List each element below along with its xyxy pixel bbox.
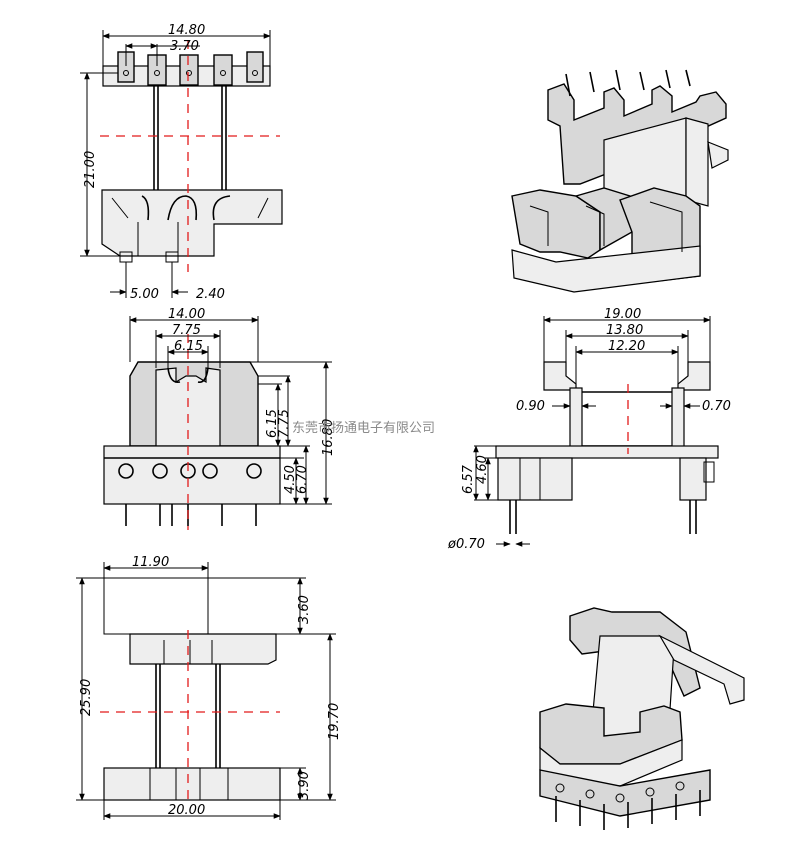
dim-21-00: 21.00 [83,151,98,188]
dim-2-40: 2.40 [196,287,225,302]
dim-5-00: 5.00 [130,287,159,302]
dim-6-70: 6.70 [295,465,310,494]
dim-6-57: 6.57 [461,464,476,494]
view-middle-right: 19.00 13.80 12.20 0.90 0.70 6.57 4.60 ø0… [447,307,731,552]
dim-4-50: 4.50 [283,465,298,494]
dim-14-80: 14.80 [168,23,205,38]
view-isometric-top [511,69,729,293]
dim-6-15: 6.15 [174,339,203,354]
dim-11-90: 11.90 [132,555,169,570]
company-watermark: 东莞市扬通电子有限公司 [292,420,435,436]
dim-6-15-side: 6.15 [265,409,280,438]
dim-13-80: 13.80 [606,323,643,338]
view-bottom-left: 11.90 3.60 25.90 19.70 3.90 20.00 [76,555,342,820]
dim-16-80: 16.80 [321,419,336,456]
dim-20-00: 20.00 [168,803,205,818]
dim-0-70: 0.70 [702,399,731,414]
dim-14-00: 14.00 [168,307,205,322]
dim-7-75-side: 7.75 [277,409,292,438]
dim-25-90: 25.90 [79,679,94,716]
view-middle-left: 14.00 7.75 6.15 6.15 7.75 16.80 4.50 6.7… [103,307,336,530]
dim-7-75: 7.75 [172,323,201,338]
dim-4-60: 4.60 [475,455,490,484]
dim-12-20: 12.20 [608,339,645,354]
view-isometric-bottom [539,607,745,830]
dim-19-00: 19.00 [604,307,641,322]
dim-3-90: 3.90 [297,771,312,800]
dim-pin-diameter: ø0.70 [447,537,485,552]
view-top-left: 14.80 3.70 21.00 5.00 2.40 [80,23,283,302]
dim-19-70: 19.70 [327,703,342,740]
dim-3-60: 3.60 [297,595,312,624]
dim-0-90: 0.90 [516,399,545,414]
dim-3-70: 3.70 [170,39,199,54]
